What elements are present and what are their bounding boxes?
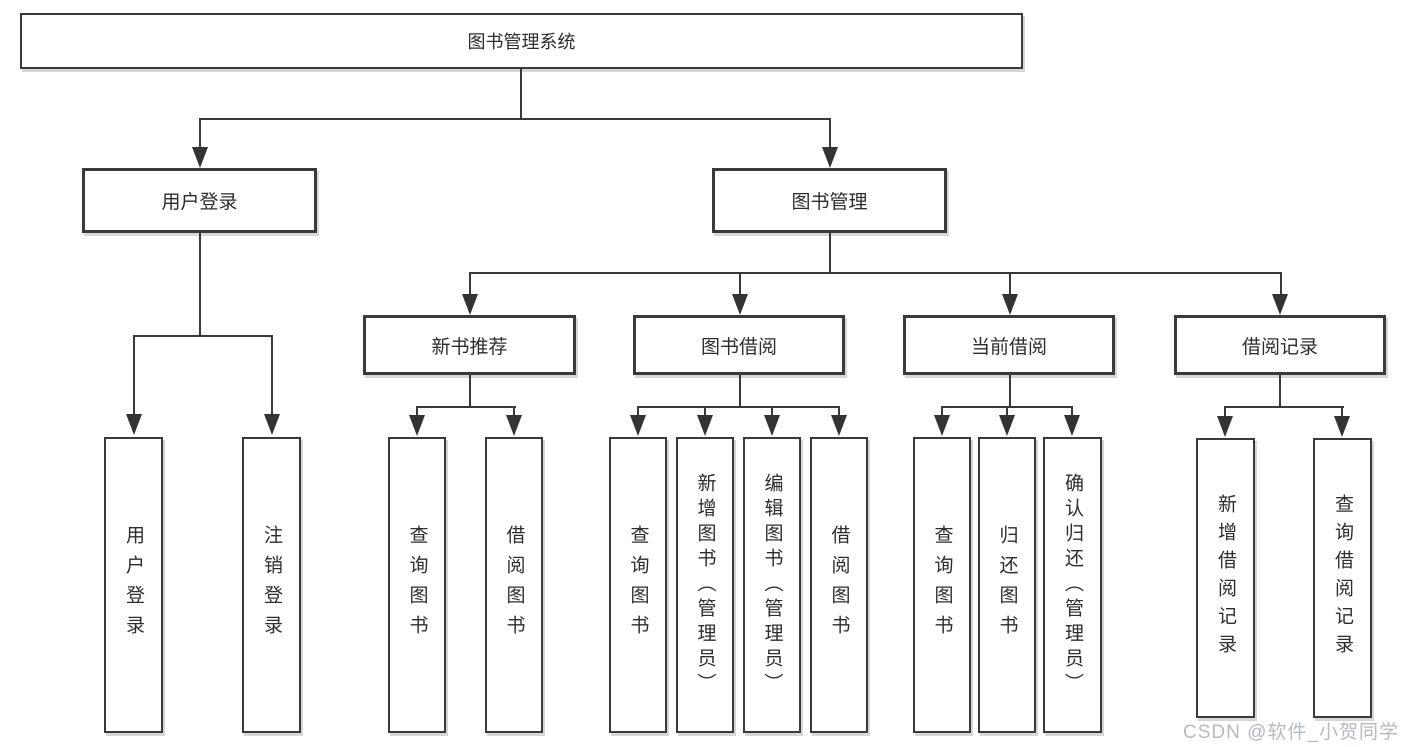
- connector-line: [1341, 406, 1343, 417]
- connector-line: [133, 335, 273, 337]
- connector-line: [838, 406, 840, 416]
- arrow-down-icon: [1064, 415, 1080, 436]
- leaf-borrow-books-recommend: 借阅图书: [485, 437, 543, 733]
- arrow-down-icon: [822, 147, 838, 168]
- arrow-down-icon: [1272, 294, 1288, 315]
- arrow-down-icon: [934, 415, 950, 436]
- leaf-query-books-current: 查询图书: [913, 437, 971, 733]
- leaf-query-books-recommend: 查询图书: [388, 437, 446, 733]
- arrow-down-icon: [192, 147, 208, 168]
- node-book-management: 图书管理: [712, 168, 947, 233]
- connector-line: [637, 406, 639, 416]
- arrow-down-icon: [1217, 416, 1233, 437]
- connector-line: [199, 233, 201, 337]
- node-book-management-label: 图书管理: [791, 192, 868, 213]
- connector-line: [513, 406, 515, 416]
- node-current-borrowing-label: 当前借阅: [970, 336, 1047, 358]
- node-user-login-label: 用户登录: [161, 192, 238, 213]
- arrow-down-icon: [409, 415, 425, 436]
- connector-line: [416, 406, 516, 408]
- leaf-edit-book-admin-label: 编辑图书（管理员）: [761, 472, 783, 698]
- connector-line: [739, 375, 741, 408]
- arrow-down-icon: [506, 415, 522, 436]
- leaf-borrow-books-recommend-label: 借阅图书: [503, 525, 525, 645]
- connector-line: [739, 272, 741, 295]
- connector-line: [829, 233, 831, 274]
- arrow-down-icon: [462, 294, 478, 315]
- node-borrowing-records-label: 借阅记录: [1241, 336, 1318, 358]
- connector-line: [941, 406, 943, 416]
- connector-line: [1280, 272, 1282, 295]
- connector-line: [1006, 406, 1008, 416]
- arrow-down-icon: [1334, 416, 1350, 437]
- leaf-borrow-books-borrowing: 借阅图书: [810, 437, 868, 733]
- arrow-down-icon: [630, 415, 646, 436]
- connector-line: [271, 335, 273, 415]
- arrow-down-icon: [1002, 294, 1018, 315]
- leaf-query-borrow-record-label: 查询借阅记录: [1332, 494, 1353, 662]
- connector-line: [637, 406, 840, 408]
- connector-line: [199, 118, 831, 120]
- leaf-confirm-return-admin: 确认归还（管理员）: [1043, 437, 1102, 733]
- leaf-logout-label: 注销登录: [261, 525, 282, 645]
- leaf-query-borrow-record: 查询借阅记录: [1313, 438, 1372, 718]
- leaf-add-book-admin: 新增图书（管理员）: [676, 437, 734, 733]
- node-new-book-recommendation: 新书推荐: [363, 315, 576, 375]
- node-library-system-label: 图书管理系统: [467, 32, 576, 52]
- arrow-down-icon: [999, 415, 1015, 436]
- leaf-query-books-current-label: 查询图书: [931, 525, 953, 645]
- leaf-borrow-books-borrowing-label: 借阅图书: [828, 525, 850, 645]
- arrow-down-icon: [831, 415, 847, 436]
- leaf-query-books-recommend-label: 查询图书: [406, 525, 428, 645]
- leaf-user-login-label: 用户登录: [123, 525, 144, 645]
- node-borrowing-records: 借阅记录: [1174, 315, 1386, 375]
- connector-line: [1009, 375, 1011, 408]
- node-new-book-recommendation-label: 新书推荐: [431, 336, 508, 358]
- connector-line: [771, 406, 773, 416]
- connector-line: [1224, 406, 1226, 417]
- leaf-confirm-return-admin-label: 确认归还（管理员）: [1062, 472, 1083, 698]
- connector-line: [1071, 406, 1073, 416]
- leaf-add-book-admin-label: 新增图书（管理员）: [694, 472, 716, 698]
- leaf-return-books-label: 归还图书: [996, 525, 1018, 645]
- connector-line: [1009, 272, 1011, 295]
- connector-line: [1224, 406, 1344, 408]
- connector-line: [520, 69, 522, 119]
- leaf-query-books-borrowing-label: 查询图书: [627, 525, 649, 645]
- arrow-down-icon: [126, 414, 142, 435]
- leaf-edit-book-admin: 编辑图书（管理员）: [743, 437, 801, 733]
- connector-line: [469, 272, 1282, 274]
- node-book-borrowing: 图书借阅: [633, 315, 845, 375]
- arrow-down-icon: [264, 414, 280, 435]
- watermark: CSDN @软件_小贺同学: [1183, 722, 1399, 743]
- connector-line: [469, 272, 471, 295]
- arrow-down-icon: [732, 294, 748, 315]
- connector-line: [469, 375, 471, 408]
- leaf-logout: 注销登录: [242, 437, 301, 733]
- connector-line: [829, 118, 831, 150]
- leaf-add-borrow-record-label: 新增借阅记录: [1215, 494, 1236, 662]
- connector-line: [704, 406, 706, 416]
- arrow-down-icon: [764, 415, 780, 436]
- leaf-add-borrow-record: 新增借阅记录: [1196, 438, 1255, 718]
- connector-line: [199, 118, 201, 150]
- node-book-borrowing-label: 图书借阅: [700, 336, 777, 358]
- arrow-down-icon: [697, 415, 713, 436]
- leaf-user-login: 用户登录: [104, 437, 163, 733]
- connector-line: [416, 406, 418, 416]
- node-library-system: 图书管理系统: [20, 13, 1023, 69]
- node-current-borrowing: 当前借阅: [903, 315, 1115, 375]
- connector-line: [1279, 375, 1281, 408]
- leaf-return-books: 归还图书: [978, 437, 1036, 733]
- connector-line: [133, 335, 135, 415]
- node-user-login: 用户登录: [82, 168, 317, 233]
- leaf-query-books-borrowing: 查询图书: [609, 437, 667, 733]
